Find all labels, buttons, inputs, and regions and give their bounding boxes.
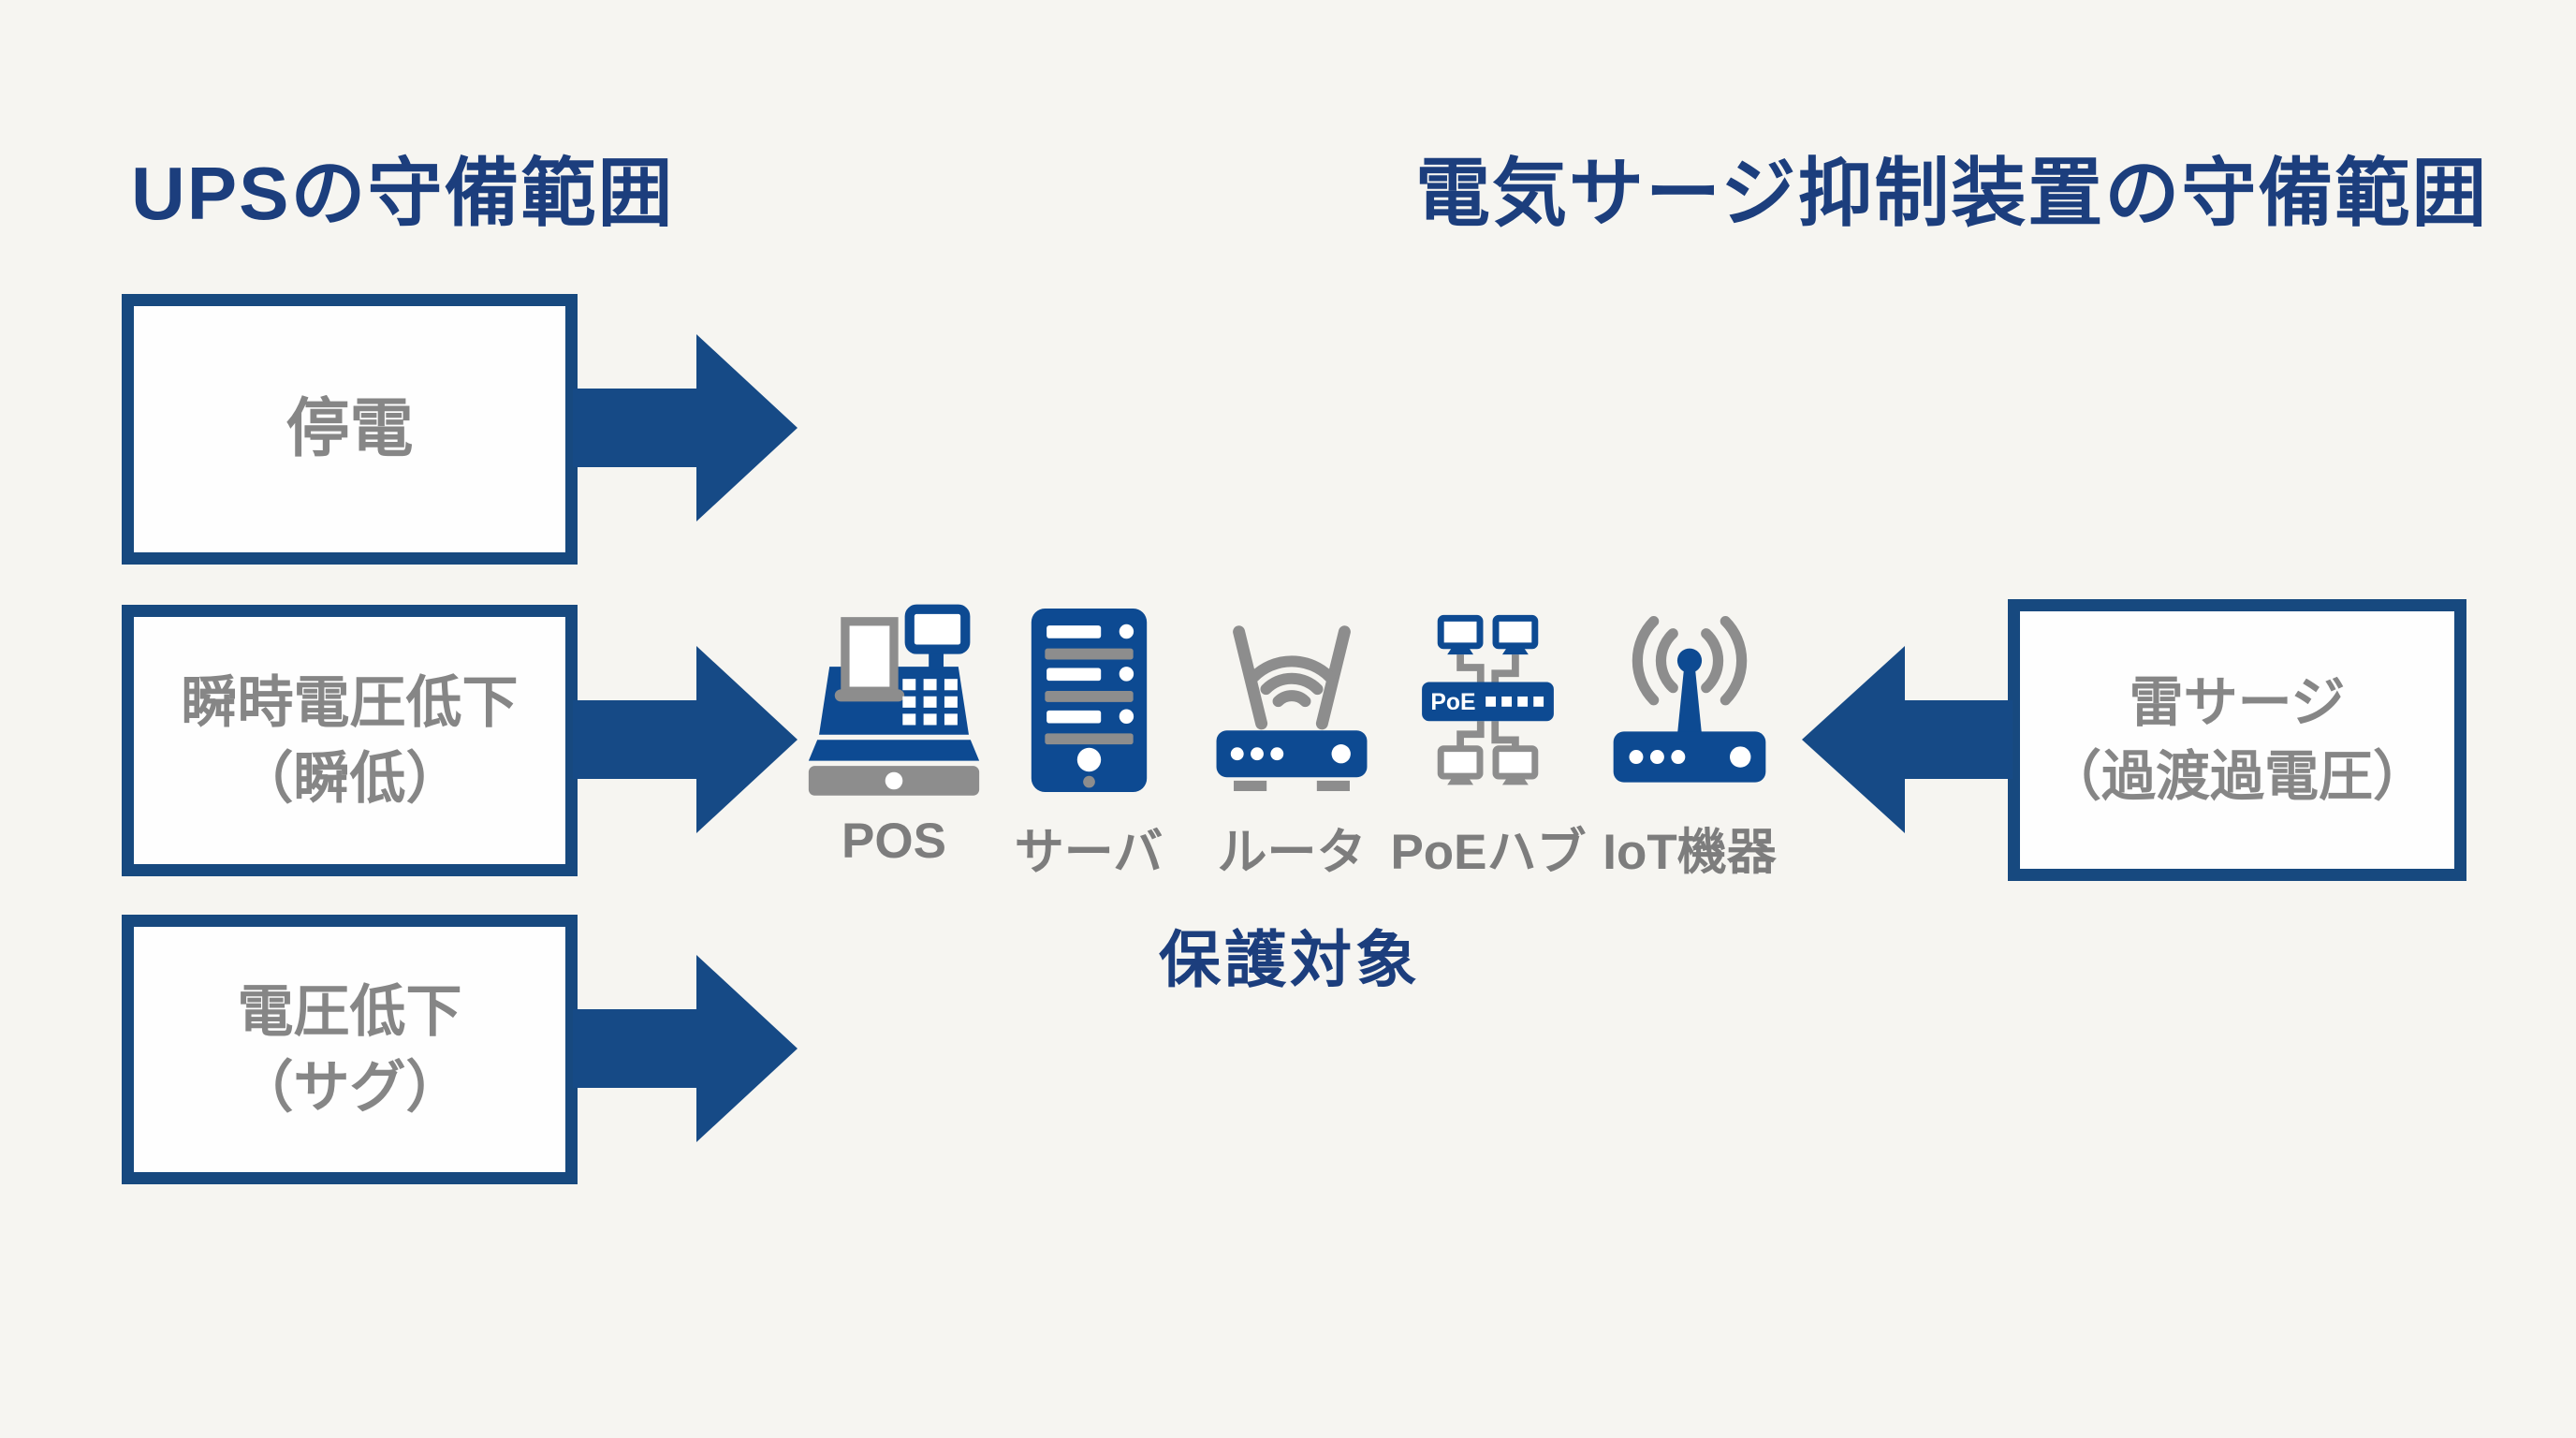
- device-label: IoT機器: [1603, 825, 1777, 880]
- right-arrow-icon: [573, 334, 798, 521]
- ups-cause-box-voltage-sag: 電圧低下 （サグ）: [122, 915, 578, 1184]
- surge-cause-box: 雷サージ （過渡過電圧）: [2008, 599, 2466, 881]
- ups-cause-box-voltage-dip: 瞬時電圧低下 （瞬低）: [122, 605, 578, 876]
- cause-box-line: （瞬低）: [237, 747, 462, 810]
- left-arrow-icon: [1802, 646, 2012, 833]
- router-icon: [1216, 625, 1368, 791]
- cause-box-line: 雷サージ: [2129, 672, 2346, 734]
- device-label: POS: [842, 814, 946, 869]
- device-label: ルータ: [1217, 825, 1367, 880]
- cause-box-line: （サグ）: [237, 1056, 462, 1119]
- cause-box-line: 停電: [285, 392, 414, 464]
- right-arrow-icon: [573, 955, 798, 1142]
- right-arrow-icon: [573, 646, 798, 833]
- ups-cause-box-power-outage: 停電: [122, 294, 578, 565]
- poe-hub-icon: PoE: [1422, 614, 1554, 785]
- ups-coverage-title: UPSの守備範囲: [131, 152, 675, 235]
- device-label: PoEハブ: [1390, 825, 1587, 880]
- poe-badge-text: PoE: [1430, 690, 1475, 715]
- cause-box-line: 瞬時電圧低下: [181, 671, 519, 734]
- cause-box-line: （過渡過電圧）: [2046, 745, 2427, 807]
- iot-device-icon: [1613, 616, 1766, 783]
- surge-suppressor-coverage-title: 電気サージ抑制装置の守備範囲: [1415, 152, 2489, 235]
- server-icon: [1031, 609, 1148, 792]
- cause-box-line: 電圧低下: [237, 980, 462, 1043]
- device-label: サーバ: [1014, 825, 1164, 880]
- pos-icon: [808, 604, 980, 796]
- protected-targets-caption: 保護対象: [1159, 925, 1421, 994]
